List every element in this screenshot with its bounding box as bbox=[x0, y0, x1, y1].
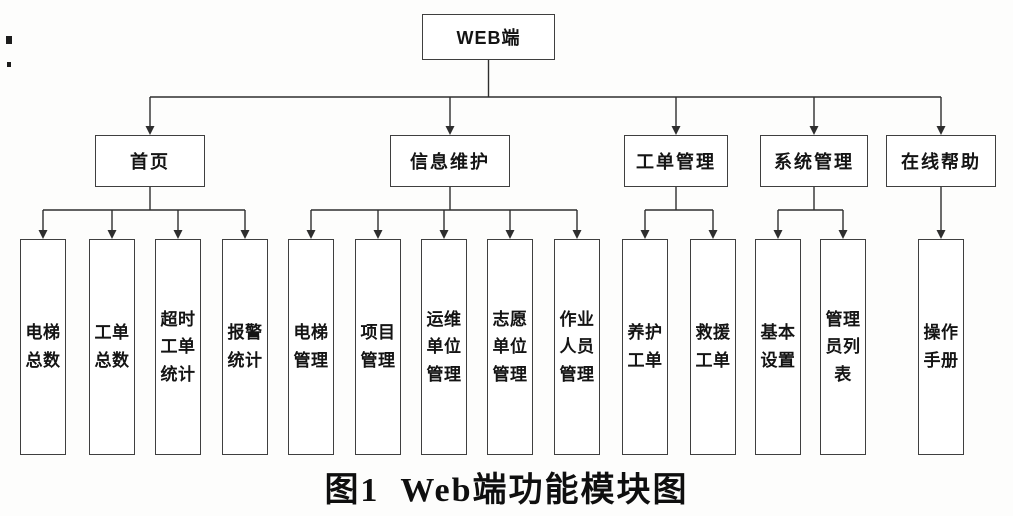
node-system-management-label: 系统管理 bbox=[774, 152, 854, 172]
node-overtime-workorder-stats: 超时工单统计 bbox=[155, 239, 201, 455]
arrow-down-icon bbox=[572, 230, 582, 239]
node-workorder-management: 工单管理 bbox=[624, 135, 728, 187]
node-web-label: WEB端 bbox=[456, 28, 521, 48]
node-rescue-workorder-label: 救援工单 bbox=[695, 323, 731, 370]
node-operator-management-label: 作业人员管理 bbox=[559, 309, 595, 384]
arrow-down-icon bbox=[306, 230, 316, 239]
node-elevator-total: 电梯总数 bbox=[20, 239, 66, 455]
node-online-help: 在线帮助 bbox=[886, 135, 996, 187]
node-admin-list: 管理员列表 bbox=[820, 239, 866, 455]
node-overtime-workorder-stats-label: 超时工单统计 bbox=[160, 309, 196, 384]
arrow-down-icon bbox=[373, 230, 383, 239]
node-maintenance-workorder-label: 养护工单 bbox=[627, 323, 663, 370]
scan-artifact bbox=[6, 36, 12, 44]
arrow-down-icon bbox=[838, 230, 848, 239]
node-maintenance-unit-management: 运维单位管理 bbox=[421, 239, 467, 455]
node-volunteer-unit-management-label: 志愿单位管理 bbox=[492, 309, 528, 384]
arrow-down-icon bbox=[773, 230, 783, 239]
arrow-down-icon bbox=[936, 230, 946, 239]
arrow-down-icon bbox=[505, 230, 515, 239]
node-elevator-total-label: 电梯总数 bbox=[25, 323, 61, 370]
scan-artifact bbox=[7, 62, 11, 67]
arrow-down-icon bbox=[809, 126, 819, 135]
node-basic-settings: 基本设置 bbox=[755, 239, 801, 455]
node-admin-list-label: 管理员列表 bbox=[825, 309, 861, 384]
arrow-down-icon bbox=[640, 230, 650, 239]
node-web: WEB端 bbox=[422, 14, 555, 60]
arrow-down-icon bbox=[671, 126, 681, 135]
node-alarm-stats-label: 报警统计 bbox=[227, 323, 263, 370]
figure-caption: 图1 Web端功能模块图 bbox=[324, 472, 689, 509]
node-basic-settings-label: 基本设置 bbox=[760, 323, 796, 370]
arrow-down-icon bbox=[445, 126, 455, 135]
node-workorder-management-label: 工单管理 bbox=[636, 152, 716, 172]
node-info-maintenance-label: 信息维护 bbox=[410, 152, 490, 172]
node-operator-management: 作业人员管理 bbox=[554, 239, 600, 455]
node-project-management-label: 项目管理 bbox=[360, 323, 396, 370]
node-project-management: 项目管理 bbox=[355, 239, 401, 455]
node-workorder-total: 工单总数 bbox=[89, 239, 135, 455]
node-home-label: 首页 bbox=[130, 152, 170, 172]
arrow-down-icon bbox=[145, 126, 155, 135]
node-online-help-label: 在线帮助 bbox=[901, 152, 981, 172]
node-home: 首页 bbox=[95, 135, 205, 187]
node-info-maintenance: 信息维护 bbox=[390, 135, 510, 187]
node-elevator-management: 电梯管理 bbox=[288, 239, 334, 455]
node-elevator-management-label: 电梯管理 bbox=[293, 323, 329, 370]
node-operation-manual: 操作手册 bbox=[918, 239, 964, 455]
node-maintenance-workorder: 养护工单 bbox=[622, 239, 668, 455]
node-rescue-workorder: 救援工单 bbox=[690, 239, 736, 455]
arrow-down-icon bbox=[107, 230, 117, 239]
node-maintenance-unit-management-label: 运维单位管理 bbox=[426, 309, 462, 384]
arrow-down-icon bbox=[173, 230, 183, 239]
arrow-down-icon bbox=[439, 230, 449, 239]
node-system-management: 系统管理 bbox=[760, 135, 868, 187]
node-alarm-stats: 报警统计 bbox=[222, 239, 268, 455]
node-volunteer-unit-management: 志愿单位管理 bbox=[487, 239, 533, 455]
arrow-down-icon bbox=[708, 230, 718, 239]
arrow-down-icon bbox=[936, 126, 946, 135]
arrow-down-icon bbox=[38, 230, 48, 239]
arrow-down-icon bbox=[240, 230, 250, 239]
node-operation-manual-label: 操作手册 bbox=[923, 323, 959, 370]
node-workorder-total-label: 工单总数 bbox=[94, 323, 130, 370]
